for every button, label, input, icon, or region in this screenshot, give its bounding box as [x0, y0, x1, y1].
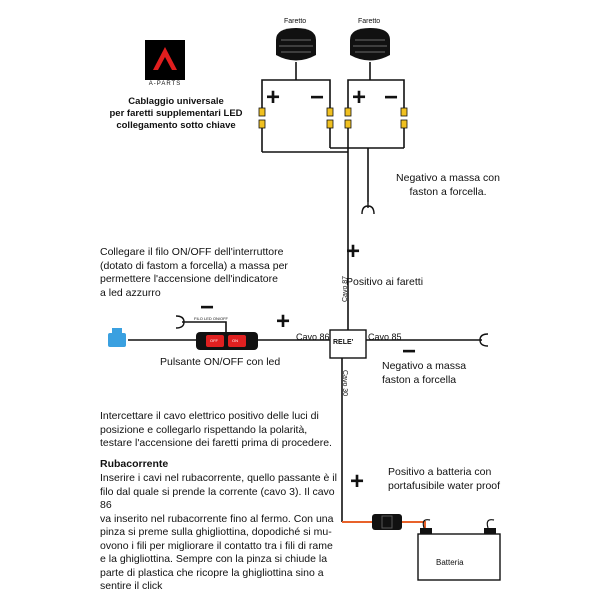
paragraph-rubacorrente: Inserire i cavi nel rubacorrente, quello… [100, 472, 340, 594]
lamp-left-icon [276, 28, 316, 80]
battery-positive-note: Positivo a batteria con portafusibile wa… [388, 466, 500, 493]
paragraph-line: sentire il click [100, 580, 163, 592]
cable-86-label: Cavo 86 [296, 332, 330, 342]
title-line: collegamento sotto chiave [116, 120, 236, 131]
switch-btn-off: OFF [210, 338, 218, 343]
battery-icon [417, 519, 501, 581]
switch-plus-sign: + [276, 308, 291, 335]
battery-wire [342, 514, 426, 534]
paragraph-line: filo dal quale si prende la corrente (ca… [100, 485, 335, 512]
paragraph-line: (dotato di fastom a forcella) a massa pe… [100, 259, 288, 272]
battery-plus-sign: + [350, 468, 365, 495]
brand-logo [145, 40, 185, 80]
paragraph-line: ovono i fili per migliorare il contatto … [100, 539, 333, 552]
relay-label: RELE' [333, 339, 354, 346]
title-line: Cablaggio universale [128, 96, 224, 107]
paragraph-line: permettere l'accensione dell'indicatore [100, 273, 278, 285]
relay-box [329, 329, 367, 359]
positive-lamps-label: Positivo ai faretti [346, 276, 424, 288]
paragraph-line: Collegare il filo ON/OFF dell'interrutto… [100, 246, 284, 258]
lamp-label-left: Faretto [284, 18, 307, 25]
lamp-left-plus: + [266, 84, 281, 111]
paragraph-line: parte di plastica che ricopre la ghiglio… [100, 566, 324, 579]
note-line: Positivo a batteria con [388, 466, 492, 478]
note-line: Negativo a massa [382, 360, 467, 372]
lamp-label-right: Faretto [358, 18, 381, 25]
battery-label: Batteria [436, 558, 464, 567]
switch-minus-sign: − [200, 294, 215, 321]
rubacorrente-title: Rubacorrente [100, 458, 169, 470]
title-line: per faretti supplementari LED [109, 108, 243, 119]
note-line: faston a forcella. [409, 185, 487, 198]
paragraph-line: va inserito nel rubacorrente fino al fer… [100, 512, 334, 525]
negative-ground-note: Negativo a massa con faston a forcella. [378, 172, 518, 199]
relay-minus-sign: − [402, 338, 417, 365]
switch-btn-on: ON [232, 338, 238, 343]
paragraph-line: Inserire i cavi nel rubacorrente, quello… [100, 472, 337, 484]
paragraph-collegare: Collegare il filo ON/OFF dell'interrutto… [100, 246, 320, 300]
switch-caption: Pulsante ON/OFF con led [160, 356, 281, 368]
note-line: faston a forcella [382, 373, 457, 386]
switch-wire-label: FILO LED ON/OFF [194, 316, 229, 321]
lamp-left-minus: − [310, 84, 325, 111]
note-line: portafusibile water proof [388, 479, 501, 492]
paragraph-intercettare: Intercettare il cavo elettrico positivo … [100, 410, 340, 451]
page-title: Cablaggio universale per faretti supplem… [76, 96, 276, 132]
paragraph-line: pinza si preme sulla ghigliottina, dopod… [100, 526, 332, 538]
positive-lamps-plus: + [346, 238, 361, 265]
lamp-right-plus: + [352, 84, 367, 111]
paragraph-line: Intercettare il cavo elettrico positivo … [100, 410, 319, 422]
fork-terminal-icons [175, 202, 489, 347]
brand-logo-text: A-PARTS [148, 81, 182, 87]
lamp-right-minus: − [384, 84, 399, 111]
ground-right-note: Negativo a massa faston a forcella [382, 360, 466, 387]
cable-85-label: Cavo 85 [368, 332, 402, 342]
paragraph-line: posizione e collegarlo rispettando la po… [100, 423, 308, 436]
wires [128, 79, 476, 522]
paragraph-line: a led azzurro [100, 286, 161, 299]
switch-body [196, 332, 258, 350]
cable-87-label: Cavo 87 [342, 275, 349, 302]
cable-30-label: Cavo 30 [341, 370, 348, 397]
lamp-right-icon [350, 28, 390, 80]
paragraph-line: e la ghigliottina. Sempre con la pinza s… [100, 553, 328, 565]
note-line: Negativo a massa con [396, 172, 500, 184]
logo-mark-icon [153, 47, 177, 70]
fuse-plug-icon [108, 328, 126, 347]
paragraph-line: testare l'accensione dei faretti prima d… [100, 437, 332, 449]
led-connectors [258, 107, 408, 129]
